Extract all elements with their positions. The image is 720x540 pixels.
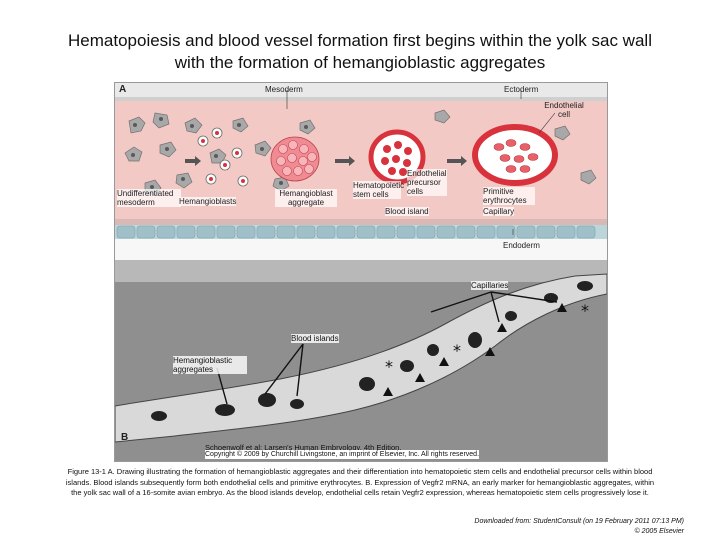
panel-b-letter: B [121,432,128,443]
slide-title-line-1: Hematopoiesis and blood vessel formation… [40,30,680,52]
source-download-line: Downloaded from: StudentConsult (on 19 F… [474,517,684,527]
panel-a-drawing: A Mesoderm Ectoderm Endothelial cell Und… [115,83,607,260]
source-attribution: Downloaded from: StudentConsult (on 19 F… [474,517,684,537]
label-capillary: Capillary [483,207,514,216]
label-capillaries: Capillaries [471,281,508,290]
label-endothelial-precursor-cells: Endothelial precursor cells [407,169,447,196]
figure-copyright: Copyright © 2009 by Churchill Livingston… [205,450,479,459]
label-blood-island: Blood island [385,207,429,216]
label-hematopoietic-stem-cells: Hematopoietic stem cells [353,181,401,199]
capillary-shape [475,127,555,183]
svg-text:*: * [385,357,393,376]
label-ectoderm: Ectoderm [504,85,538,94]
figure-caption: Figure 13-1 A. Drawing illustrating the … [64,467,656,499]
label-endoderm: Endoderm [503,241,540,250]
panel-a-illustration [115,83,607,260]
panel-a-letter: A [119,84,126,95]
label-endothelial-cell: Endothelial cell [543,101,585,119]
source-copyright-line: © 2005 Elsevier [474,527,684,537]
label-mesoderm: Mesoderm [265,85,303,94]
label-hemangioblasts: Hemangioblasts [179,197,236,206]
label-hemangioblastic-aggregates: Hemangioblastic aggregates [173,356,247,374]
figure: A Mesoderm Ectoderm Endothelial cell Und… [114,82,608,462]
svg-text:*: * [581,301,589,320]
panel-b-micrograph: * * * B Capillaries Blood islands Hemangio… [115,260,607,461]
slide-title: Hematopoiesis and blood vessel formation… [40,30,680,74]
label-primitive-erythrocytes: Primitive erythrocytes [483,187,535,205]
svg-text:*: * [453,341,461,360]
label-blood-islands: Blood islands [291,334,339,343]
slide-title-line-2: with the formation of hemangioblastic ag… [40,52,680,74]
label-hemangioblast-aggregate: Hemangioblast aggregate [275,189,337,207]
label-undifferentiated-mesoderm: Undifferentiated mesoderm [117,189,181,207]
